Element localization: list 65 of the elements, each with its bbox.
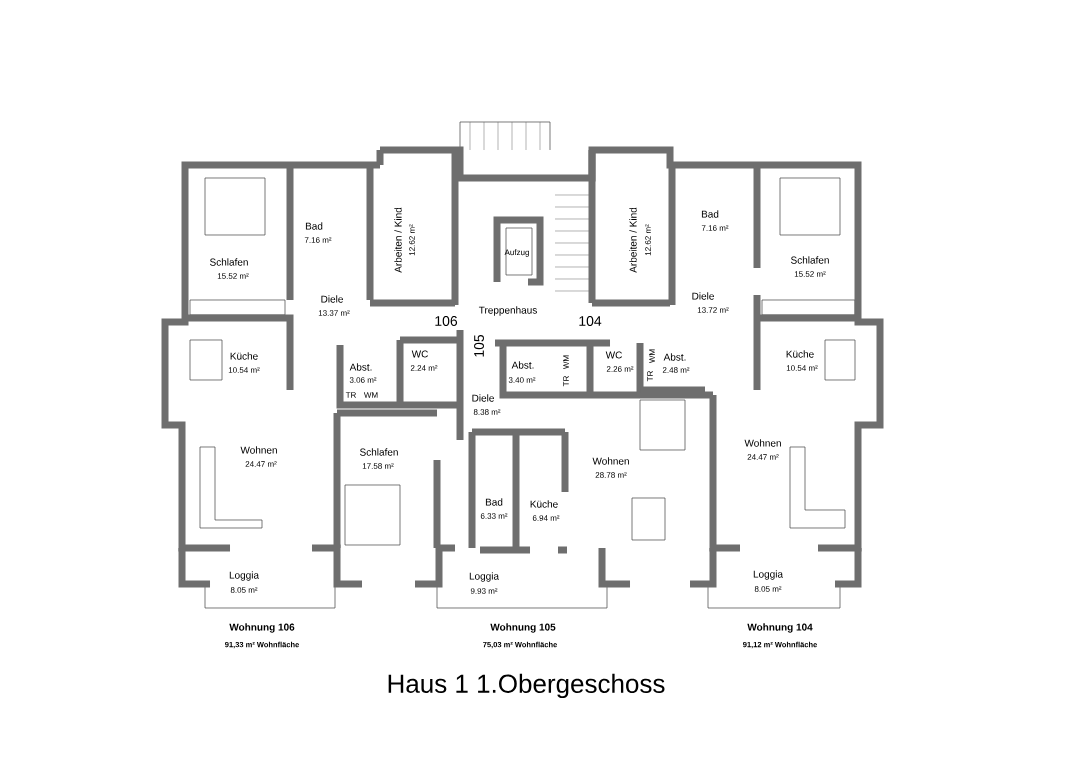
room-name: Bad bbox=[305, 222, 323, 230]
area-label: 13.72 m² bbox=[697, 307, 729, 313]
room-name: Loggia bbox=[229, 571, 259, 581]
room-name: Schlafen bbox=[360, 448, 398, 456]
room-name: Diele bbox=[472, 394, 494, 402]
area-label: 7.16 m² bbox=[304, 237, 332, 243]
room-name: Küche bbox=[230, 352, 258, 360]
unit-number: 104 bbox=[579, 316, 602, 326]
area-label: 7.16 m² bbox=[701, 225, 729, 231]
room-name: Diele bbox=[692, 292, 714, 300]
room-name: WC bbox=[605, 351, 622, 359]
unit-number: 106 bbox=[435, 316, 458, 326]
room-name: Küche bbox=[786, 350, 814, 358]
area-label: 17.58 m² bbox=[362, 463, 394, 469]
area-label: 28.78 m² bbox=[595, 472, 627, 478]
room-name: Schlafen bbox=[791, 256, 829, 264]
room-name: Loggia bbox=[753, 570, 783, 580]
area-label: 9.93 m² bbox=[470, 588, 498, 594]
room-name: Wohnen bbox=[744, 439, 781, 447]
room-name: Schlafen bbox=[210, 258, 248, 266]
room-name: Wohnen bbox=[240, 446, 277, 454]
room-name: Treppenhaus bbox=[478, 306, 537, 316]
area-label: 15.52 m² bbox=[217, 273, 249, 279]
room-name: Bad bbox=[701, 210, 719, 218]
area-label: 3.40 m² bbox=[508, 377, 536, 383]
appliance-label: WM bbox=[363, 392, 378, 398]
area-label: 2.24 m² bbox=[410, 365, 438, 371]
area-label: 2.48 m² bbox=[662, 367, 690, 373]
appliance-label: TR bbox=[563, 376, 569, 387]
caption: Haus 1 1.Obergeschoss bbox=[388, 673, 665, 699]
room-name: Bad bbox=[485, 498, 503, 506]
area-label: 15.52 m² bbox=[794, 271, 826, 277]
area-label: 8.38 m² bbox=[473, 409, 501, 415]
area-label: 12.62 m² bbox=[409, 224, 415, 256]
area-label: 3.06 m² bbox=[349, 377, 377, 383]
apartment-name: Wohnung 104 bbox=[747, 623, 813, 633]
unit-number: 105 bbox=[474, 334, 484, 357]
room-name: Abst. bbox=[663, 353, 686, 361]
room-name: Wohnen bbox=[592, 457, 629, 465]
appliance-label: WM bbox=[563, 355, 569, 370]
area-label: 8.05 m² bbox=[754, 586, 782, 592]
area-label: 6.33 m² bbox=[480, 513, 508, 519]
room-name: Diele bbox=[321, 295, 343, 303]
room-name: Aufzug bbox=[504, 249, 529, 257]
room-name: Arbeiten / Kind bbox=[629, 207, 637, 273]
area-label: 24.47 m² bbox=[245, 461, 277, 467]
area-label: 8.05 m² bbox=[230, 587, 258, 593]
area-label: 2.26 m² bbox=[606, 366, 634, 372]
appliance-label: WM bbox=[649, 349, 655, 364]
room-name: Arbeiten / Kind bbox=[394, 207, 402, 273]
room-name: Küche bbox=[530, 500, 558, 508]
apartment-name: Wohnung 105 bbox=[490, 623, 556, 633]
area-label: 10.54 m² bbox=[786, 365, 818, 371]
appliance-label: TR bbox=[345, 392, 356, 398]
appliance-label: TR bbox=[647, 371, 653, 382]
area-label: 12.62 m² bbox=[645, 224, 651, 256]
area-label: 13.37 m² bbox=[318, 310, 350, 316]
area-label: 6.94 m² bbox=[532, 515, 560, 521]
area-label: 24.47 m² bbox=[747, 454, 779, 460]
room-name: WC bbox=[411, 350, 428, 358]
area-label: 10.54 m² bbox=[228, 367, 260, 373]
room-name: Abst. bbox=[349, 363, 372, 371]
room-name: Abst. bbox=[511, 361, 534, 369]
room-name: Loggia bbox=[469, 572, 499, 582]
apartment-name: Wohnung 106 bbox=[229, 623, 295, 633]
